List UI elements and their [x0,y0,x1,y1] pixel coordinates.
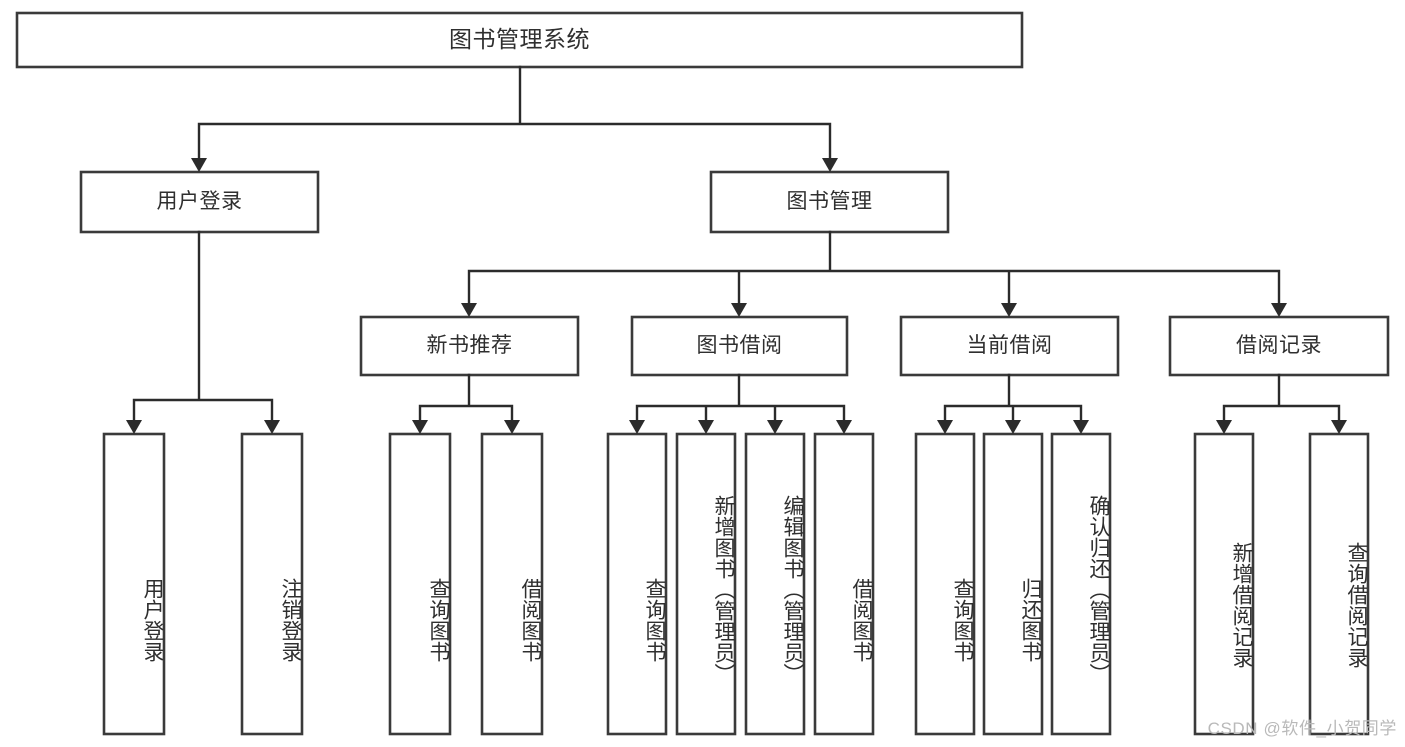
node-box-leaf-newbook-2[interactable] [480,432,544,736]
connector-new-book-bus [418,373,514,422]
node-box-book-manage[interactable] [709,170,950,234]
node-box-leaf-record-2[interactable] [1308,432,1370,736]
connector-book-manage-bus [467,230,1281,305]
node-box-leaf-current-3[interactable] [1050,432,1112,736]
arrowhead-book-borrow [731,303,747,317]
arrowhead-leaf-user-login-1 [126,420,142,434]
connector-borrow-record-bus [1222,373,1341,422]
arrowhead-leaf-current-1 [937,420,953,434]
arrowhead-leaf-bookborrow-1 [629,420,645,434]
arrowhead-leaf-record-1 [1216,420,1232,434]
node-box-leaf-bookborrow-4[interactable] [813,432,875,736]
arrowhead-leaf-user-login-2 [264,420,280,434]
node-box-leaf-current-2[interactable] [982,432,1044,736]
arrowhead-leaf-current-2 [1005,420,1021,434]
node-box-leaf-record-1[interactable] [1193,432,1255,736]
node-box-borrow-record[interactable] [1168,315,1390,377]
arrowhead-leaf-newbook-2 [504,420,520,434]
node-box-new-book[interactable] [359,315,580,377]
arrowhead-current-borrow [1001,303,1017,317]
node-box-leaf-bookborrow-2[interactable] [675,432,737,736]
arrowhead-leaf-bookborrow-3 [767,420,783,434]
node-box-leaf-newbook-1[interactable] [388,432,452,736]
connector-book-borrow-bus [635,373,846,422]
arrowhead-leaf-record-2 [1331,420,1347,434]
connector-user-login-bus [132,230,274,422]
node-box-leaf-bookborrow-3[interactable] [744,432,806,736]
arrowhead-leaf-current-3 [1073,420,1089,434]
arrowhead-leaf-newbook-1 [412,420,428,434]
node-box-current-borrow[interactable] [899,315,1120,377]
watermark-text: CSDN @软件_小贺同学 [1207,719,1397,738]
node-box-user-login[interactable] [79,170,320,234]
arrowhead-book-manage [822,158,838,172]
node-box-leaf-user-login-1[interactable] [102,432,166,736]
arrowhead-leaf-bookborrow-2 [698,420,714,434]
node-box-leaf-bookborrow-1[interactable] [606,432,668,736]
connector-current-borrow-bus [943,373,1083,422]
connector-root-bus [197,65,832,160]
arrowhead-new-book [461,303,477,317]
node-box-root[interactable] [15,11,1024,69]
arrowhead-leaf-bookborrow-4 [836,420,852,434]
node-box-leaf-user-login-2[interactable] [240,432,304,736]
node-box-book-borrow[interactable] [630,315,849,377]
node-box-leaf-current-1[interactable] [914,432,976,736]
arrowhead-user-login [191,158,207,172]
arrowhead-borrow-record [1271,303,1287,317]
